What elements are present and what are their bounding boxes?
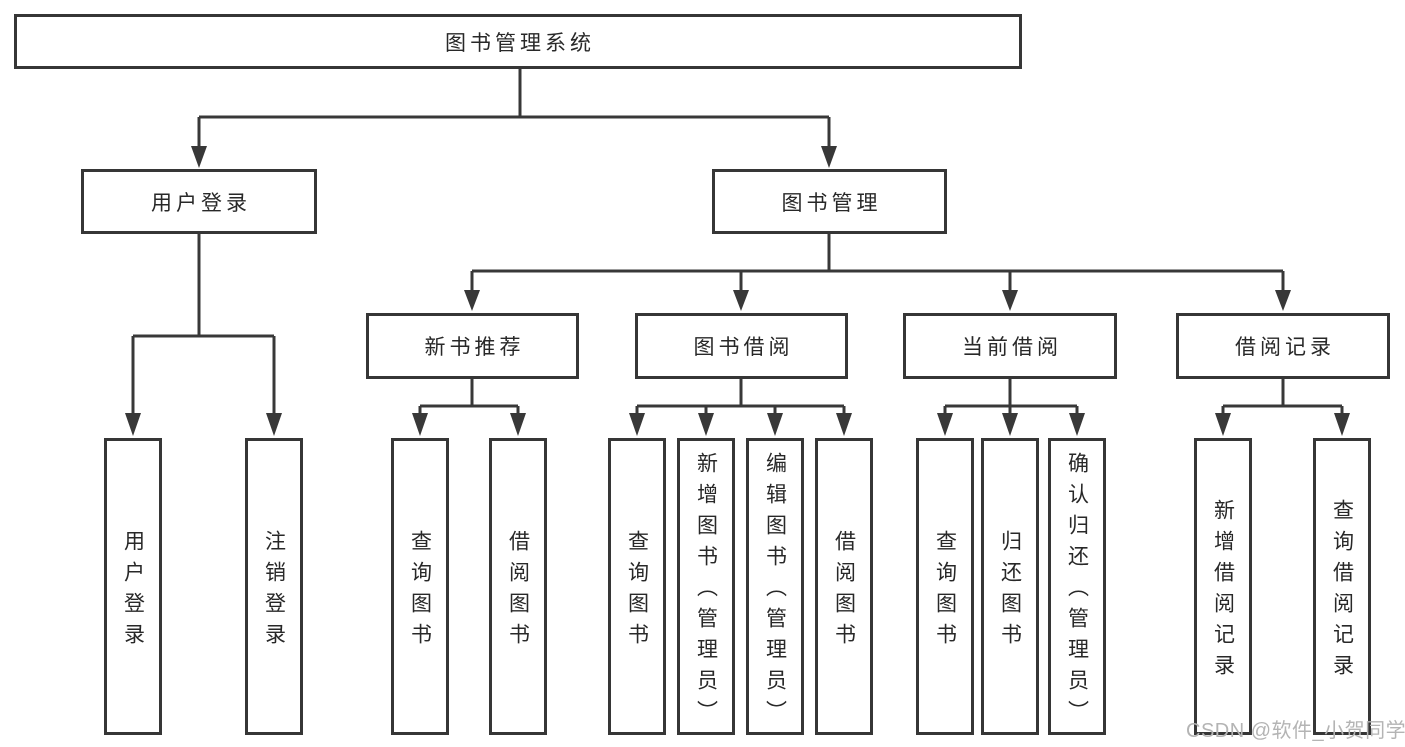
- leaf-bb-edit-books-admin: 编辑图书（管理员）: [746, 438, 804, 735]
- connector-borrowing-records-to-leaves: [1215, 379, 1350, 436]
- connector-line: [943, 379, 1079, 415]
- node-label: 注销登录: [262, 529, 286, 654]
- connector-user-login-to-leaves: [125, 234, 282, 436]
- arrowhead: [125, 413, 282, 436]
- node-label: 确认归还（管理员）: [1065, 452, 1089, 731]
- node-book-management: 图书管理: [712, 169, 947, 234]
- leaf-cb-confirm-return-admin: 确认归还（管理员）: [1048, 438, 1106, 735]
- arrowhead: [629, 413, 852, 436]
- node-label: 新增借阅记录: [1211, 498, 1235, 685]
- node-label: 归还图书: [998, 529, 1022, 654]
- leaf-br-add-borrow-record: 新增借阅记录: [1194, 438, 1252, 735]
- connector-line: [635, 379, 846, 415]
- arrowhead: [412, 413, 526, 436]
- leaf-bb-query-books: 查询图书: [608, 438, 666, 735]
- node-label: 借阅图书: [506, 529, 530, 654]
- leaf-nbr-query-books: 查询图书: [391, 438, 449, 735]
- connector-book-borrowing-to-leaves: [629, 379, 852, 436]
- node-new-book-recommendation: 新书推荐: [366, 313, 579, 379]
- node-label: 编辑图书（管理员）: [763, 452, 787, 731]
- node-label: 图书借阅: [693, 336, 794, 359]
- connector-current-borrowing-to-leaves: [937, 379, 1085, 436]
- connector-line: [197, 69, 831, 148]
- node-label: 新增图书（管理员）: [694, 452, 718, 731]
- connector-line: [131, 234, 276, 415]
- node-label: 查询借阅记录: [1330, 498, 1354, 685]
- connector-line: [418, 379, 520, 415]
- connector-book-management-to-level3: [464, 234, 1291, 311]
- arrowhead: [1215, 413, 1350, 436]
- leaf-bb-add-books-admin: 新增图书（管理员）: [677, 438, 735, 735]
- arrowhead: [464, 290, 1291, 311]
- arrowhead: [937, 413, 1085, 436]
- leaf-nbr-borrow-books: 借阅图书: [489, 438, 547, 735]
- node-label: 查询图书: [933, 529, 957, 654]
- node-label: 用户登录: [151, 191, 251, 215]
- leaf-logout: 注销登录: [245, 438, 303, 735]
- node-borrowing-records: 借阅记录: [1176, 313, 1390, 379]
- node-label: 查询图书: [625, 529, 649, 654]
- node-label: 用户登录: [121, 529, 145, 654]
- node-book-borrowing: 图书借阅: [635, 313, 848, 379]
- leaf-cb-return-books: 归还图书: [981, 438, 1039, 735]
- node-label: 借阅记录: [1235, 336, 1335, 359]
- connector-new-book-recommendation-to-leaves: [412, 379, 526, 436]
- connector-line: [1221, 379, 1344, 415]
- node-label: 新书推荐: [424, 336, 525, 359]
- leaf-cb-query-books: 查询图书: [916, 438, 974, 735]
- csdn-watermark: CSDN @软件_小贺同学: [1186, 720, 1405, 742]
- leaf-bb-borrow-books: 借阅图书: [815, 438, 873, 735]
- arrowhead: [191, 146, 837, 168]
- node-current-borrowing: 当前借阅: [903, 313, 1117, 379]
- connector-line: [470, 234, 1285, 292]
- leaf-user-login: 用户登录: [104, 438, 162, 735]
- connector-root-to-level2: [191, 69, 837, 168]
- leaf-br-query-borrow-record: 查询借阅记录: [1313, 438, 1371, 735]
- node-label: 当前借阅: [962, 336, 1062, 359]
- node-library-management-system: 图书管理系统: [14, 14, 1022, 69]
- node-user-login: 用户登录: [81, 169, 317, 234]
- node-label: 图书管理系统: [445, 31, 595, 55]
- node-label: 查询图书: [408, 529, 432, 654]
- node-label: 借阅图书: [832, 529, 856, 654]
- node-label: 图书管理: [781, 191, 882, 215]
